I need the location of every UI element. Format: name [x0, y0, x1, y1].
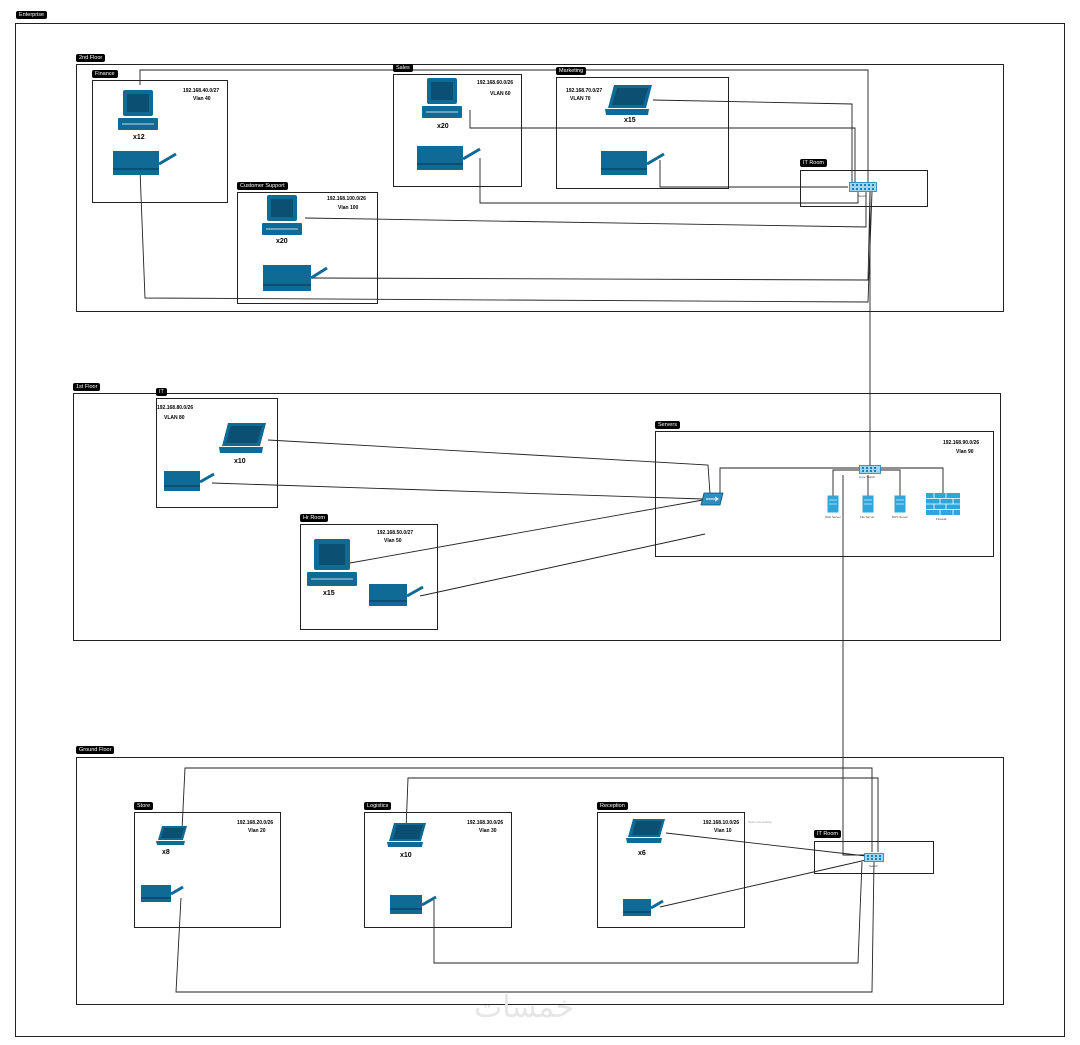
hr-room-zone: [300, 524, 438, 630]
web-server-icon: [827, 495, 839, 513]
customer-support-label: Customer Support: [237, 182, 288, 190]
web-server-label: Web Server: [825, 515, 841, 519]
enterprise-label: Enterprise: [16, 11, 48, 19]
sales-vlan: VLAN 60: [490, 91, 511, 97]
customer-support-subnet: 192.168.100.0/26: [327, 196, 366, 202]
hr-room-label: Hr Room: [300, 514, 329, 522]
it-zone: [156, 398, 278, 508]
logistics-count: x10: [400, 852, 412, 859]
reception-subnet: 192.168.10.0/26: [703, 820, 740, 826]
printer-icon: [113, 151, 177, 175]
servers-vlan: Vlan 90: [956, 449, 974, 455]
it-vlan: VLAN 80: [164, 415, 185, 421]
ground-floor-boundary: [76, 757, 1004, 1005]
dns-server-icon: [894, 495, 906, 513]
printer-icon: [369, 584, 424, 606]
printer-icon: [164, 471, 215, 491]
workstation-icon: [118, 90, 158, 130]
it-count: x10: [234, 458, 246, 465]
sales-count: x20: [437, 123, 449, 130]
customer-support-zone: [237, 192, 378, 304]
printer-icon: [417, 146, 481, 170]
reception-count: x6: [638, 850, 646, 857]
second-floor-label: 2nd Floor: [76, 54, 106, 62]
marketing-subnet: 192.168.70.0/27: [566, 88, 603, 94]
watermark: خمسات: [474, 990, 575, 1025]
firewall-icon: [926, 493, 960, 515]
printer-icon: [601, 151, 665, 175]
sales-zone: [393, 74, 522, 187]
customer-support-vlan: Vlan 100: [338, 205, 359, 211]
reception-label: Reception: [597, 802, 628, 810]
laptop-icon: [387, 823, 426, 847]
customer-support-count: x20: [276, 238, 288, 245]
dns-server-label: DNS Server: [892, 515, 909, 519]
store-zone: [134, 812, 281, 928]
marketing-count: x15: [624, 117, 636, 124]
printer-icon: [390, 895, 437, 914]
ground-floor-label: Ground Floor: [76, 746, 115, 754]
workstation-icon: [307, 539, 357, 586]
router-icon: [700, 492, 724, 506]
finance-vlan: Vlan 40: [193, 96, 211, 102]
logistics-label: Logistics: [364, 802, 392, 810]
hr-room-count: x15: [323, 590, 335, 597]
workstation-icon: [422, 78, 462, 118]
file-server-icon: [862, 495, 874, 513]
finance-subnet: 192.168.40.0/27: [183, 88, 220, 94]
store-vlan: Vlan 20: [248, 828, 266, 834]
enterprise-boundary: [15, 23, 1065, 1037]
it-room-switch-label: Switch: [858, 194, 867, 198]
laptop-icon: [605, 85, 652, 115]
store-count: x8: [162, 849, 170, 856]
laptop-icon: [626, 819, 665, 843]
printer-icon: [141, 885, 184, 902]
finance-label: Finance: [92, 70, 118, 78]
reception-vlan: Vlan 10: [714, 828, 732, 834]
sales-subnet: 192.168.60.0/26: [477, 80, 514, 86]
logistics-zone: [364, 812, 512, 928]
printer-icon: [623, 899, 664, 916]
switch-icon: [864, 853, 884, 862]
first-floor-label: 1st Floor: [73, 383, 101, 391]
core-switch-icon: [859, 465, 881, 474]
laptop-icon: [156, 826, 187, 845]
marketing-label: Marketing: [556, 67, 587, 75]
servers-subnet: 192.168.90.0/26: [943, 440, 980, 446]
workstation-icon: [262, 195, 302, 235]
file-server-label: File Server: [860, 515, 875, 519]
it-room-zone: [800, 170, 928, 207]
firewall-label: Firewall: [936, 517, 947, 521]
first-floor-boundary: [73, 393, 1001, 641]
it-room-label: IT Room: [800, 159, 827, 167]
ground-it-room-switch-label: Switch: [869, 864, 878, 868]
it-subnet: 192.168.80.0/26: [157, 405, 194, 411]
sales-label: Sales: [393, 64, 413, 72]
switch-icon: [849, 182, 877, 192]
printer-icon: [263, 265, 328, 291]
hr-room-vlan: Vlan 50: [384, 538, 402, 544]
marketing-zone: [556, 77, 729, 189]
store-label: Store: [134, 802, 154, 810]
it-label: IT: [156, 388, 167, 396]
store-subnet: 192.168.20.0/26: [237, 820, 274, 826]
servers-label: Servers: [655, 421, 680, 429]
logistics-vlan: Vlan 30: [479, 828, 497, 834]
reception-zone: [597, 812, 745, 928]
finance-zone: [92, 80, 228, 203]
laptop-icon: [219, 423, 266, 453]
reception-note: Open connectivity: [748, 820, 772, 824]
hr-room-subnet: 192.168.50.0/27: [377, 530, 414, 536]
second-floor-boundary: [76, 64, 1004, 312]
servers-zone: [655, 431, 994, 557]
marketing-vlan: VLAN 70: [570, 96, 591, 102]
ground-it-room-label: IT Room: [814, 830, 841, 838]
logistics-subnet: 192.168.30.0/26: [467, 820, 504, 826]
finance-count: x12: [133, 134, 145, 141]
ground-it-room-zone: [814, 841, 934, 874]
core-switch-label: Core Switch: [859, 475, 876, 479]
